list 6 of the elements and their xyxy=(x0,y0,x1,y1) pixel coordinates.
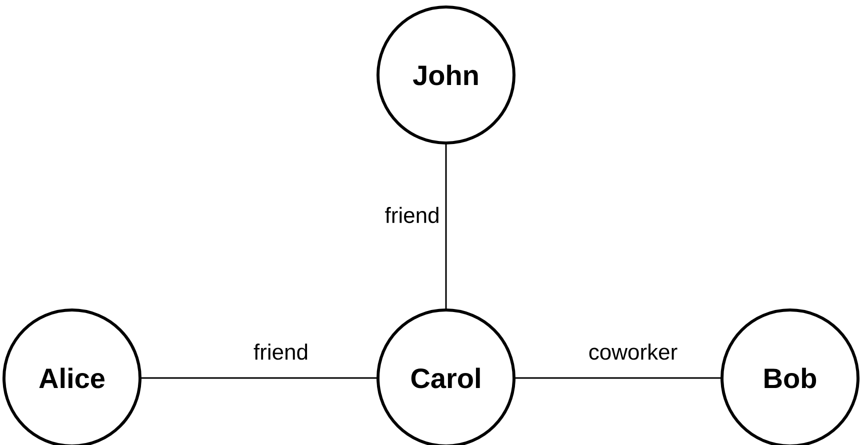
edge-label: friend xyxy=(251,342,311,362)
connector-line xyxy=(516,377,720,379)
connector-line xyxy=(445,144,447,308)
edge-label: coworker xyxy=(586,342,680,362)
connector-line xyxy=(142,377,376,379)
edge-label: friend xyxy=(382,204,442,226)
